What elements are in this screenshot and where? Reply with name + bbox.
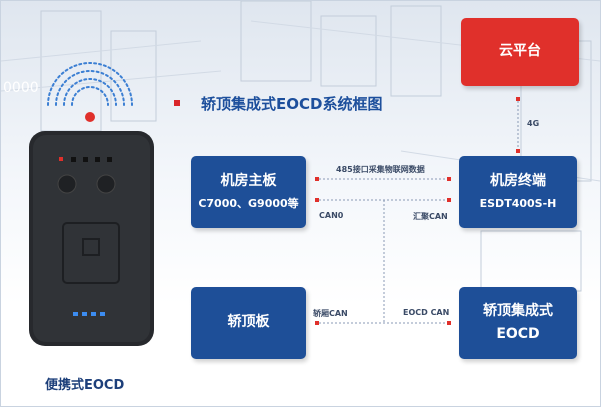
label-can0: CAN0 [319,211,344,220]
machine-room-terminal-label: 机房终端 [490,173,546,190]
label-485-data: 485接口采集物联网数据 [336,165,425,174]
car-top-board-label: 轿顶板 [227,314,270,331]
label-4g: 4G [527,119,540,128]
connector-dot [447,198,451,202]
label-huiju-can: 汇聚CAN [413,212,448,221]
machine-room-terminal-box: 机房终端 ESDT400S-H [459,156,577,228]
title-marker [174,100,180,106]
car-top-eocd-sublabel: EOCD [496,326,540,342]
car-top-eocd-label: 轿顶集成式 [483,302,553,319]
label-car-can: 轿厢CAN [313,309,348,318]
car-top-eocd-box: 轿顶集成式 EOCD [459,287,577,359]
label-eocd-can: EOCD CAN [403,308,450,317]
connector-dot [315,198,319,202]
cloud-platform-box: 云平台 [461,18,579,86]
machine-room-board-box: 机房主板 C7000、G9000等 [191,156,306,228]
portable-eocd-caption: 便携式EOCD [45,378,125,393]
connector-dot [516,149,520,153]
car-top-board-box: 轿顶板 [191,287,306,359]
connector-dot [447,321,451,325]
machine-room-board-label: 机房主板 [220,173,277,190]
connector-dot [447,177,451,181]
background-number: 0000 [3,80,39,96]
connector-dot [315,321,319,325]
connector-dot [315,177,319,181]
cloud-platform-label: 云平台 [499,43,541,60]
connector-dot [516,97,520,101]
diagram-title: 轿顶集成式EOCD系统框图 [201,95,383,113]
machine-room-terminal-model: ESDT400S-H [479,196,557,210]
machine-room-board-models: C7000、G9000等 [198,196,299,210]
